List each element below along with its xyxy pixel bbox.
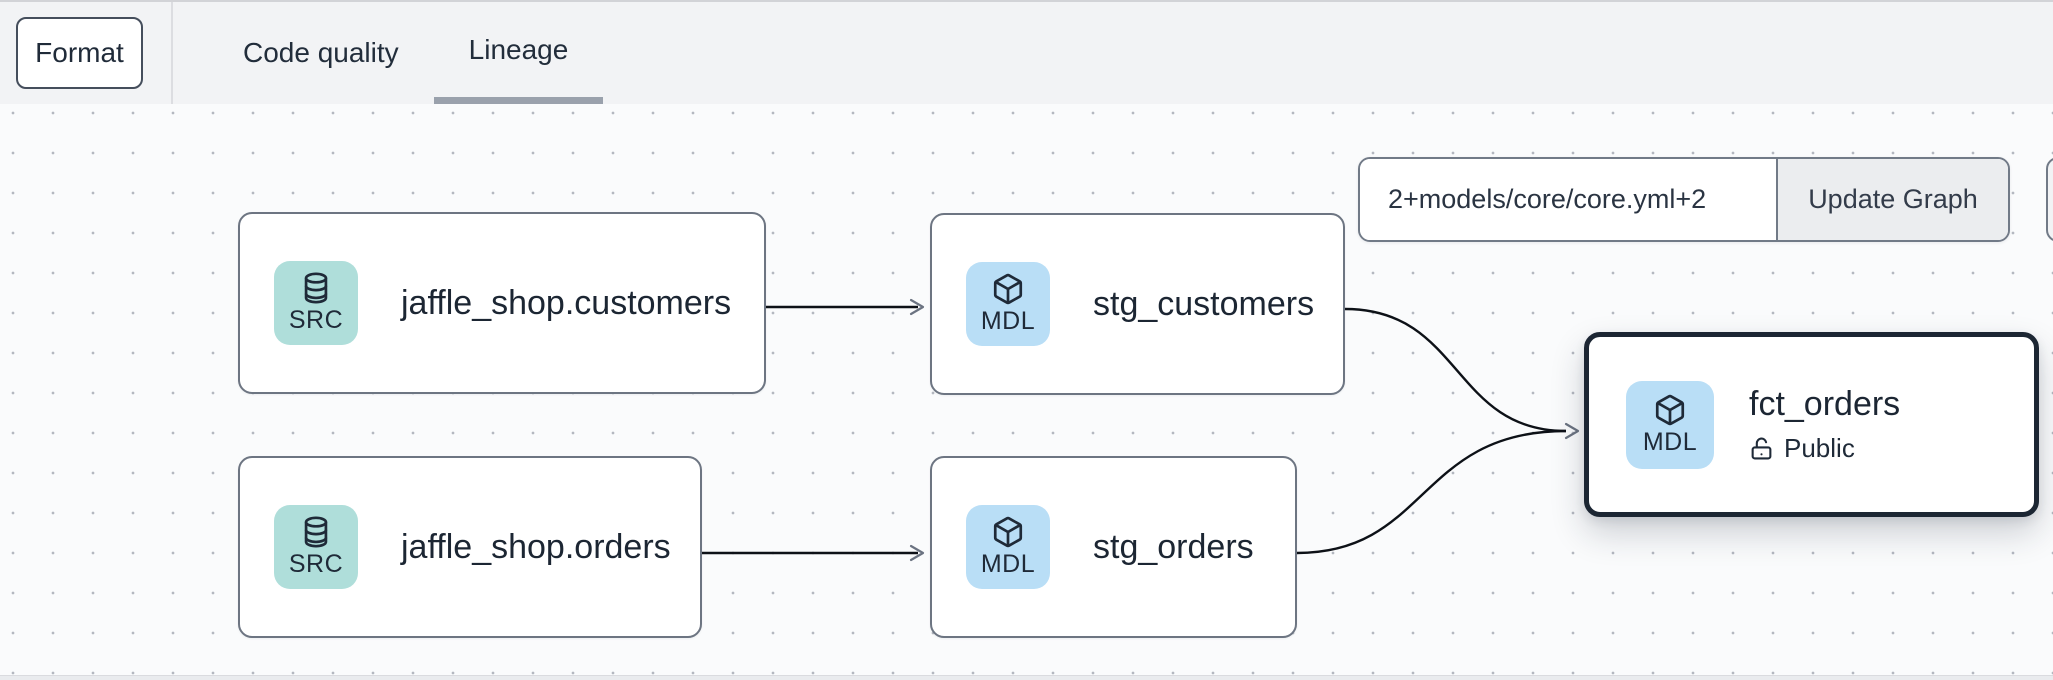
database-icon — [304, 516, 328, 548]
tab-bar: Code quality Lineage — [208, 2, 604, 104]
access-row: Public — [1749, 433, 1900, 464]
access-label: Public — [1784, 433, 1855, 463]
top-toolbar: Format Code quality Lineage — [0, 0, 2053, 106]
tab-lineage[interactable]: Lineage — [433, 2, 604, 104]
lineage-selector-input[interactable] — [1360, 159, 1776, 240]
format-button[interactable]: Format — [16, 17, 143, 89]
model-type-badge: MDL — [966, 505, 1050, 589]
tab-code-quality[interactable]: Code quality — [243, 37, 399, 68]
badge-label: MDL — [980, 307, 1036, 335]
bottom-panel-edge — [0, 675, 2053, 680]
lineage-node-fct-orders[interactable]: MDL fct_orders Public — [1584, 332, 2039, 517]
cube-icon — [993, 516, 1023, 548]
cube-icon — [1655, 394, 1685, 425]
lineage-node-stg-customers[interactable]: MDL stg_customers — [930, 213, 1345, 395]
source-type-badge: SRC — [274, 261, 358, 345]
lineage-node-jaffle-shop-customers[interactable]: SRC jaffle_shop.customers — [238, 212, 766, 394]
node-label: jaffle_shop.customers — [401, 283, 732, 322]
badge-label: SRC — [288, 550, 344, 578]
node-label: jaffle_shop.orders — [401, 527, 671, 566]
node-label: fct_orders — [1749, 385, 1901, 423]
clipped-toolbar-button[interactable] — [2046, 157, 2053, 242]
lineage-selector-group: Update Graph — [1358, 157, 2010, 242]
source-type-badge: SRC — [274, 505, 358, 589]
node-label: stg_orders — [1093, 527, 1254, 566]
node-label: stg_customers — [1093, 284, 1315, 323]
badge-label: MDL — [980, 550, 1036, 578]
update-graph-button[interactable]: Update Graph — [1776, 159, 2008, 240]
toolbar-divider — [171, 2, 173, 106]
badge-label: SRC — [288, 306, 344, 334]
lineage-node-stg-orders[interactable]: MDL stg_orders — [930, 456, 1297, 638]
database-icon — [304, 272, 328, 304]
unlock-icon — [1751, 437, 1772, 460]
badge-label: MDL — [1642, 427, 1698, 456]
cube-icon — [993, 273, 1023, 305]
lineage-node-jaffle-shop-orders[interactable]: SRC jaffle_shop.orders — [238, 456, 702, 638]
model-type-badge: MDL — [1626, 380, 1714, 469]
model-type-badge: MDL — [966, 262, 1050, 346]
